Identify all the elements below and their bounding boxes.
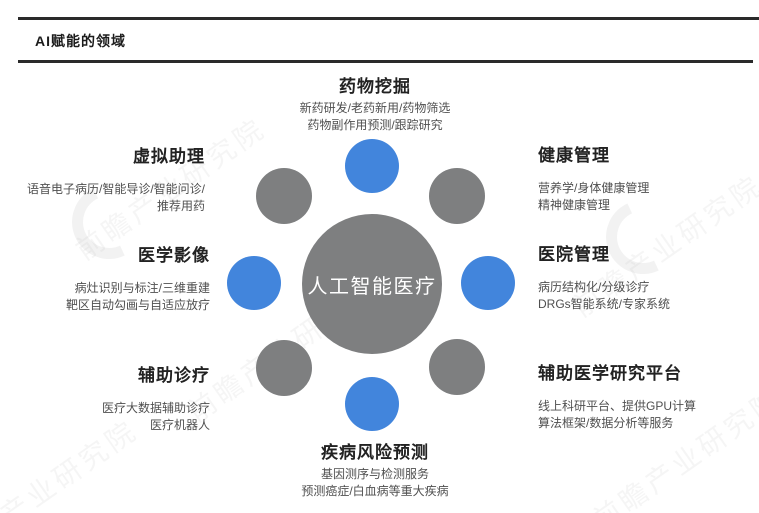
node-line: 预测癌症/白血病等重大疾病 xyxy=(301,484,449,498)
node-line: 靶区自动勾画与自适应放疗 xyxy=(65,298,210,312)
node-hospital-management: 医院管理 病历结构化/分级诊疗 DRGs智能系统/专家系统 xyxy=(538,245,670,313)
node-title: 辅助诊疗 xyxy=(138,366,210,385)
page-title: AI赋能的领域 xyxy=(35,33,126,49)
node-line: 线上科研平台、提供GPU计算 xyxy=(538,399,697,413)
node-drug-mining: 药物挖掘 新药研发/老药新用/药物筛选 药物副作用预测/跟踪研究 xyxy=(255,77,495,134)
circle-virtual-assistant xyxy=(256,168,312,224)
header-rule-top xyxy=(18,17,759,20)
node-line: 医疗大数据辅助诊疗 xyxy=(101,401,210,415)
circle-drug-mining xyxy=(345,139,399,193)
circle-medical-imaging xyxy=(227,256,281,310)
circle-hospital-management xyxy=(461,256,515,310)
node-title: 虚拟助理 xyxy=(133,147,205,166)
node-line: 病历结构化/分级诊疗 xyxy=(538,280,650,294)
circle-research-platform xyxy=(429,339,485,395)
circle-health-management xyxy=(429,168,485,224)
circle-disease-risk-prediction xyxy=(345,377,399,431)
node-health-management: 健康管理 营养学/身体健康管理 精神健康管理 xyxy=(538,146,649,214)
node-line: 药物副作用预测/跟踪研究 xyxy=(307,118,443,132)
node-line: 推荐用药 xyxy=(156,199,205,213)
node-line: 营养学/身体健康管理 xyxy=(538,181,650,195)
node-disease-risk-prediction: 疾病风险预测 基因测序与检测服务 预测癌症/白血病等重大疾病 xyxy=(255,443,495,500)
header-rule-bottom xyxy=(18,60,753,63)
node-line: 算法框架/数据分析等服务 xyxy=(538,416,674,430)
node-line: 基因测序与检测服务 xyxy=(320,467,429,481)
node-line: DRGs智能系统/专家系统 xyxy=(538,297,671,311)
node-title: 医院管理 xyxy=(538,245,610,264)
circle-assisted-diagnosis xyxy=(256,340,312,396)
node-title: 疾病风险预测 xyxy=(321,443,429,462)
node-title: 医学影像 xyxy=(138,246,210,265)
node-title: 辅助医学研究平台 xyxy=(538,364,682,383)
node-medical-imaging: 医学影像 病灶识别与标注/三维重建 靶区自动勾画与自适应放疗 xyxy=(66,246,210,314)
center-circle: 人工智能医疗 xyxy=(302,214,442,354)
node-line: 新药研发/老药新用/药物筛选 xyxy=(299,101,451,115)
node-title: 药物挖掘 xyxy=(339,77,411,96)
node-line: 语音电子病历/智能导诊/智能问诊/ xyxy=(26,182,205,196)
node-line: 医疗机器人 xyxy=(149,418,210,432)
center-label: 人工智能医疗 xyxy=(307,275,437,298)
node-virtual-assistant: 虚拟助理 语音电子病历/智能导诊/智能问诊/ 推荐用药 xyxy=(27,147,205,215)
node-title: 健康管理 xyxy=(538,146,610,165)
node-assisted-diagnosis: 辅助诊疗 医疗大数据辅助诊疗 医疗机器人 xyxy=(102,366,210,434)
node-line: 精神健康管理 xyxy=(538,198,611,212)
node-line: 病灶识别与标注/三维重建 xyxy=(74,281,210,295)
node-research-platform: 辅助医学研究平台 线上科研平台、提供GPU计算 算法框架/数据分析等服务 xyxy=(538,364,696,432)
